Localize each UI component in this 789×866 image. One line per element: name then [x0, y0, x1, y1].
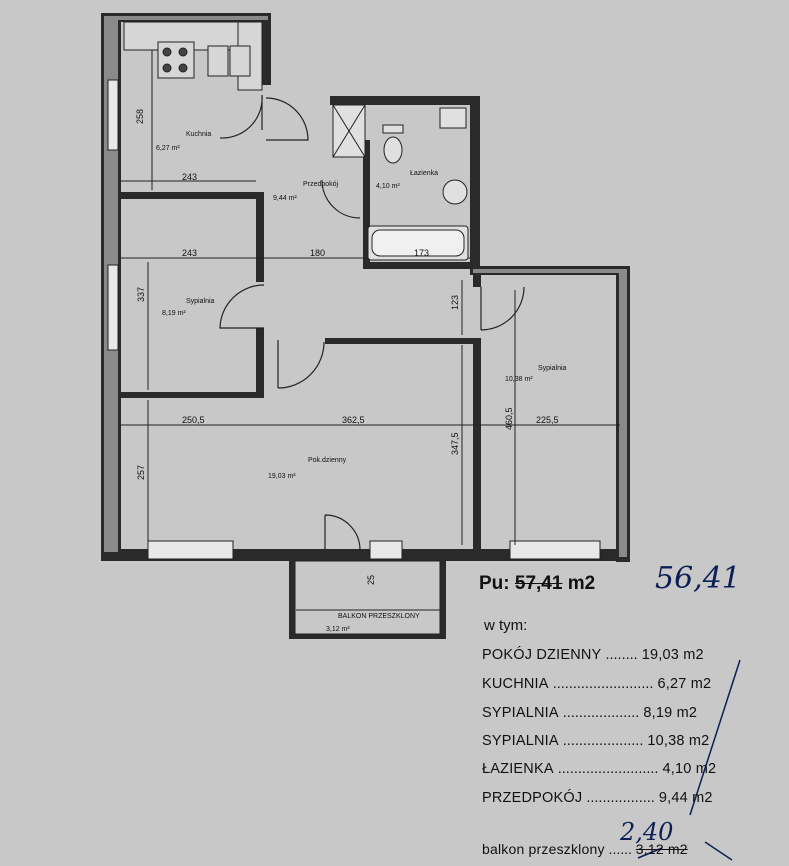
dim-180: 180: [310, 248, 325, 258]
kitchen-fixtures: [123, 21, 263, 91]
dim-347-5: 347,5: [450, 432, 460, 455]
row-dots: ......: [604, 841, 636, 857]
row-name: SYPIALNIA: [482, 705, 559, 721]
dim-337: 337: [136, 287, 146, 302]
row-value: 6,27 m2: [657, 676, 712, 692]
dim-362-5: 362,5: [342, 415, 365, 425]
dimension-lines: [121, 30, 620, 545]
row-name: POKÓJ DZIENNY: [482, 647, 602, 663]
dim-258: 258: [135, 109, 145, 124]
row-name: PRZEDPOKÓJ: [482, 790, 583, 806]
room-area-sypialnia-1: 8,19 m²: [162, 310, 186, 317]
room-label-sypialnia-1: Sypialnia: [186, 298, 215, 305]
summary-row: KUCHNIA ......................... 6,27 m…: [482, 676, 711, 692]
usable-area-total: Pu: 57,41 m2: [479, 573, 595, 595]
dim-243-b: 243: [182, 248, 197, 258]
row-dots: .........................: [548, 676, 658, 692]
dim-243-a: 243: [182, 172, 197, 182]
bathroom-fixtures: [332, 104, 469, 261]
usable-area-value: 57,41: [514, 573, 563, 594]
usable-area-unit: m2: [562, 573, 596, 594]
handwritten-balkon-correction: 2,40: [619, 818, 673, 846]
w-tym-label: w tym:: [484, 617, 528, 634]
row-value: 3,12 m2: [635, 841, 688, 857]
row-value: 8,19 m2: [643, 705, 698, 721]
room-label-lazienka: Łazienka: [410, 170, 438, 177]
room-area-sypialnia-2: 10,38 m²: [505, 376, 533, 383]
row-dots: .................: [582, 790, 659, 806]
row-name: ŁAZIENKA: [482, 761, 554, 777]
summary-row: ŁAZIENKA ......................... 4,10 …: [482, 761, 716, 777]
interior-walls: [121, 96, 481, 552]
row-name: balkon przeszklony: [482, 841, 605, 857]
room-label-balkon: BALKON PRZESZKLONY: [338, 613, 420, 620]
row-value: 4,10 m2: [662, 761, 717, 777]
room-label-sypialnia-2: Sypialnia: [538, 365, 567, 372]
room-area-balkon: 3,12 m²: [326, 626, 350, 633]
row-name: KUCHNIA: [482, 676, 549, 692]
room-area-lazienka: 4,10 m²: [376, 183, 400, 190]
room-area-przedpokoj: 9,44 m²: [273, 195, 297, 202]
glazed-balcony: [289, 560, 446, 639]
summary-row: SYPIALNIA .................... 10,38 m2: [482, 733, 709, 749]
summary-row: SYPIALNIA ................... 8,19 m2: [482, 705, 697, 721]
row-value: 10,38 m2: [647, 733, 710, 749]
dim-250-5: 250,5: [182, 415, 205, 425]
dim-225-5: 225,5: [536, 415, 559, 425]
dim-123: 123: [450, 295, 460, 310]
summary-row: POKÓJ DZIENNY ........ 19,03 m2: [482, 647, 704, 663]
dim-25: 25: [366, 575, 376, 585]
dim-173: 173: [414, 248, 429, 258]
row-dots: ....................: [558, 733, 648, 749]
door-swings: [219, 94, 525, 551]
summary-row: PRZEDPOKÓJ ................. 9,44 m2: [482, 790, 713, 806]
row-dots: .........................: [553, 761, 663, 777]
summary-row-balkon: balkon przeszklony ...... 3,12 m2: [482, 841, 688, 857]
row-value: 9,44 m2: [658, 790, 713, 806]
dim-257: 257: [136, 465, 146, 480]
room-label-przedpokoj: Przedpokój: [303, 181, 338, 188]
correction-strokes: [637, 659, 741, 861]
handwritten-area-correction: 56,41: [655, 561, 741, 596]
room-area-pokoj: 19,03 m²: [268, 473, 296, 480]
usable-area-label: Pu:: [479, 573, 515, 594]
dim-460-5: 460,5: [504, 407, 514, 430]
row-dots: ........: [601, 647, 642, 663]
row-name: SYPIALNIA: [482, 733, 559, 749]
row-dots: ...................: [558, 705, 644, 721]
room-label-pokoj: Pok.dzienny: [308, 457, 347, 464]
room-area-kuchnia: 6,27 m²: [156, 145, 180, 152]
row-value: 19,03 m2: [641, 647, 704, 663]
room-label-kuchnia: Kuchnia: [186, 131, 211, 138]
windows: [107, 79, 601, 560]
